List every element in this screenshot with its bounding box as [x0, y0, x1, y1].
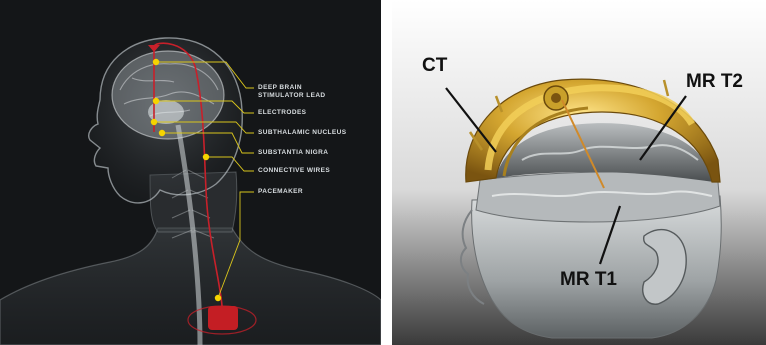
label-electrodes: ELECTRODES	[258, 109, 306, 117]
dbs-anatomy-panel: DEEP BRAIN STIMULATOR LEAD ELECTRODES SU…	[0, 0, 381, 345]
label-pacemaker: PACEMAKER	[258, 188, 303, 196]
pacemaker-device	[208, 306, 238, 330]
label-mr-t2: MR T2	[686, 72, 743, 92]
label-ct: CT	[422, 56, 447, 76]
head-volume-rendering	[392, 0, 766, 345]
label-mr-t1: MR T1	[560, 270, 617, 290]
label-deep-brain-stimulator-lead: DEEP BRAIN STIMULATOR LEAD	[258, 84, 326, 100]
multimodal-imaging-panel: CT MR T2 MR T1	[392, 0, 766, 345]
mr-t1-slab	[476, 172, 720, 222]
label-connective-wires: CONNECTIVE WIRES	[258, 167, 330, 175]
label-substantia-nigra: SUBSTANTIA NIGRA	[258, 149, 328, 157]
torso-silhouette	[0, 228, 381, 345]
label-subthalamic-nucleus: SUBTHALAMIC NUCLEUS	[258, 129, 347, 137]
